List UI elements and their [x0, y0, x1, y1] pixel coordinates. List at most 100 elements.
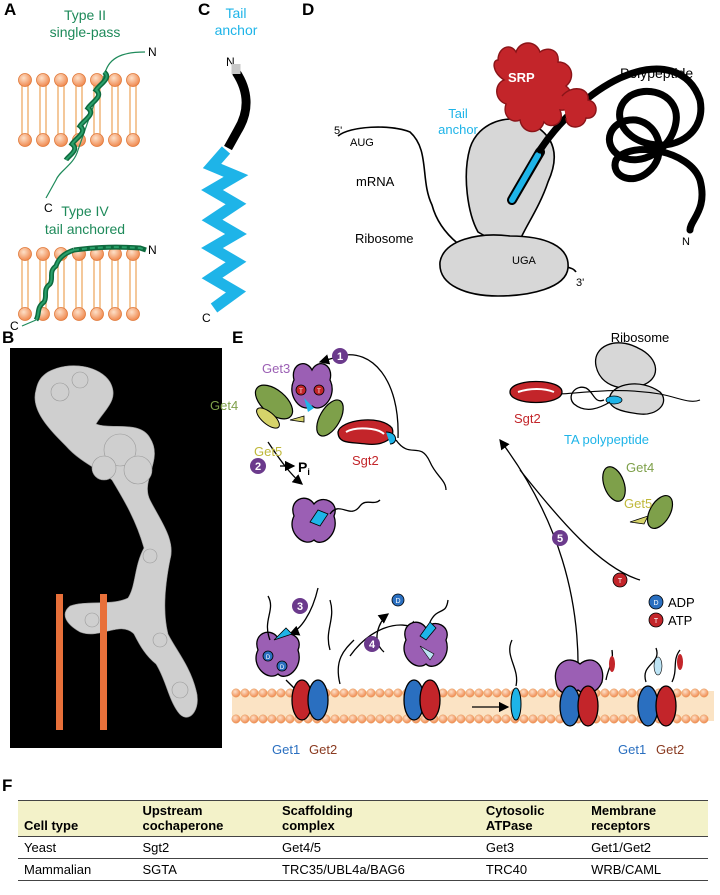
stop-codon-label: UGA [512, 255, 537, 267]
atp-badge: T [317, 389, 321, 395]
ribosome-small [595, 342, 657, 389]
adp-badge: D [266, 655, 271, 661]
membrane-bar-right [100, 594, 107, 730]
type4-label-line2: tail anchored [45, 221, 125, 237]
phosphate-label: Pi [298, 459, 310, 477]
get3-adp-receptor-bound [255, 631, 300, 677]
step-1-marker [332, 348, 348, 364]
polypeptide-label: Polypeptide [620, 65, 693, 81]
tail-anchor-in-tunnel [509, 152, 541, 203]
type4-n-terminus: N [148, 243, 157, 257]
sgt2-free [509, 380, 563, 404]
polypeptide-chain [536, 65, 706, 234]
table-cell: Yeast [18, 836, 137, 859]
get5-free-label: Get5 [624, 496, 652, 511]
tail-anchor-label-line2: anchor [438, 122, 478, 137]
panel-letter-c: C [198, 0, 211, 19]
ta-polypeptide-label: TA polypeptide [564, 432, 649, 447]
panel-letter-e: E [232, 328, 244, 347]
tail-anchor-label-line1: Tail [448, 106, 468, 121]
inserted-tail-anchor [510, 687, 522, 721]
adp-badge: D [280, 665, 285, 671]
get5-label: Get5 [254, 444, 282, 459]
panel-letter-d: D [302, 0, 315, 19]
panel-d: 5' AUG mRNA 3' Ribosome UGA Tail anchor … [334, 42, 706, 297]
ribosome-e-label: Ribosome [611, 330, 670, 345]
membrane-type4 [18, 247, 140, 321]
ribosome-small-subunit [439, 234, 569, 297]
sgt2-free-label: Sgt2 [514, 411, 541, 426]
ribosome-label: Ribosome [355, 231, 414, 246]
tail-anchor-title-line1: Tail [225, 5, 246, 21]
mrna-five-prime: 5' [334, 125, 342, 137]
atp-legend-label: ATP [668, 613, 692, 628]
atp-free [612, 572, 628, 588]
svg-text:T: T [618, 578, 623, 585]
atp-badge: T [299, 389, 303, 395]
get3-dimer [291, 363, 333, 409]
type2-c-terminus: C [44, 201, 53, 215]
panel-e: T T Get3 Get4 Get5 Sgt2 Pi D D Get1 Get2 [210, 330, 714, 757]
srp-particle [493, 42, 574, 133]
tail-anchor-c-terminus: C [202, 311, 211, 325]
type2-label-line1: Type II [64, 7, 106, 23]
panel-a: Type II single-pass N C Type IV tail anc… [10, 7, 157, 333]
get1-left-label: Get1 [272, 742, 300, 757]
step-2-marker [250, 458, 266, 474]
step-5-number: 5 [557, 533, 563, 545]
tail-anchor-n-terminus: N [226, 55, 235, 69]
mrna-label: mRNA [356, 174, 395, 189]
sgt2-label: Sgt2 [352, 453, 379, 468]
nucleotide-legend: D ADP T ATP [648, 594, 695, 628]
panel-letter-f: F [2, 776, 13, 795]
get2-left-label: Get2 [309, 742, 337, 757]
figure-canvas: Type II single-pass N C Type IV tail anc… [10, 5, 714, 757]
get4-free-label: Get4 [626, 460, 654, 475]
table-cell: Get1/Get2 [585, 836, 708, 859]
type2-label-line2: single-pass [50, 24, 121, 40]
table-cell: Get4/5 [276, 836, 480, 859]
get1-right-label: Get1 [618, 742, 646, 757]
svg-text:D: D [395, 598, 400, 605]
panel-c: Tail anchor N C [201, 5, 258, 325]
protein-structure [34, 365, 198, 718]
tail-anchor-title-line2: anchor [215, 22, 258, 38]
get4-label: Get4 [210, 398, 238, 413]
step-3-marker [292, 598, 308, 614]
table-header-cell: Cell type [18, 800, 137, 837]
ribosome-large-subunit [465, 118, 555, 243]
step-4-number: 4 [369, 639, 376, 651]
table-cell: Mammalian [18, 858, 137, 881]
mrna-aug-codon: AUG [350, 137, 374, 149]
mrna-three-prime: 3' [576, 277, 584, 289]
membrane-bar-left [56, 594, 63, 730]
svg-text:D: D [653, 600, 658, 607]
table-cell: SGTA [136, 858, 277, 881]
step-2-number: 2 [255, 461, 261, 473]
type4-label-line1: Type IV [61, 203, 109, 219]
adp-legend-label: ADP [668, 595, 695, 610]
table-cell: TRC35/UBL4a/BAG6 [276, 858, 480, 881]
panel-letter-b: B [2, 328, 15, 347]
polypeptide-n-terminus: N [682, 236, 690, 248]
membrane-type2 [18, 73, 140, 147]
get3-label: Get3 [262, 361, 290, 376]
table-cell: WRB/CAML [585, 858, 708, 881]
panel-letter-a: A [4, 0, 17, 19]
srp-label: SRP [508, 70, 535, 85]
table-cell: Get3 [479, 836, 586, 859]
step-5-marker [552, 530, 568, 546]
svg-text:T: T [654, 618, 659, 625]
type4-c-terminus: C [10, 319, 19, 333]
get4-free [602, 466, 626, 502]
adp-released [391, 593, 405, 607]
